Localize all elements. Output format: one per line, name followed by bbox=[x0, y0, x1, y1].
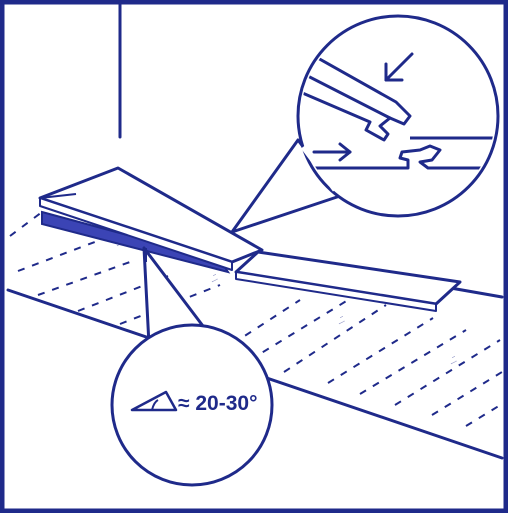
angled-plank-front bbox=[39, 197, 233, 271]
dashed-line bbox=[119, 284, 221, 325]
dashed-line bbox=[37, 261, 131, 296]
dashed-line bbox=[249, 299, 349, 361]
joint-detail-callout bbox=[230, 14, 500, 234]
dashed-line bbox=[283, 304, 387, 373]
angle-callout-mask bbox=[153, 327, 199, 351]
dashed-line bbox=[465, 403, 503, 427]
detail-flat-board bbox=[301, 144, 495, 170]
dashed-line bbox=[394, 339, 501, 406]
angle-callout-circle bbox=[110, 323, 274, 487]
underlay-stamp: ... ...... bbox=[449, 353, 457, 366]
detail-angled-board-top bbox=[301, 46, 412, 126]
dashed-line bbox=[359, 329, 467, 395]
angle-label: ≈ 20-30° bbox=[178, 392, 257, 415]
stamp-line-1: ... bbox=[211, 271, 216, 277]
stamp-line-2: ...... bbox=[210, 276, 218, 284]
underlay-stamp: ... ...... bbox=[210, 271, 218, 284]
installed-plank-side bbox=[235, 271, 437, 312]
detail-angled-board bbox=[301, 70, 392, 142]
angle-icon bbox=[130, 390, 178, 412]
stamp-line-2: ...... bbox=[337, 318, 345, 326]
dashed-line bbox=[327, 317, 434, 384]
callout-circle bbox=[296, 14, 500, 218]
angled-plank-shadow bbox=[39, 193, 77, 199]
underlay-stamp: ... ...... bbox=[337, 313, 345, 326]
underlay-sheet bbox=[8, 198, 502, 458]
down-left-arrow-icon bbox=[384, 52, 414, 82]
right-arrow-icon bbox=[312, 142, 352, 162]
angle-detail-callout: ≈ 20-30° bbox=[110, 246, 274, 487]
stamp-line-2: ...... bbox=[449, 358, 457, 366]
stamp-line-1: ... bbox=[338, 313, 343, 319]
stamp-line-1: ... bbox=[450, 353, 455, 359]
dashed-line bbox=[9, 211, 43, 237]
